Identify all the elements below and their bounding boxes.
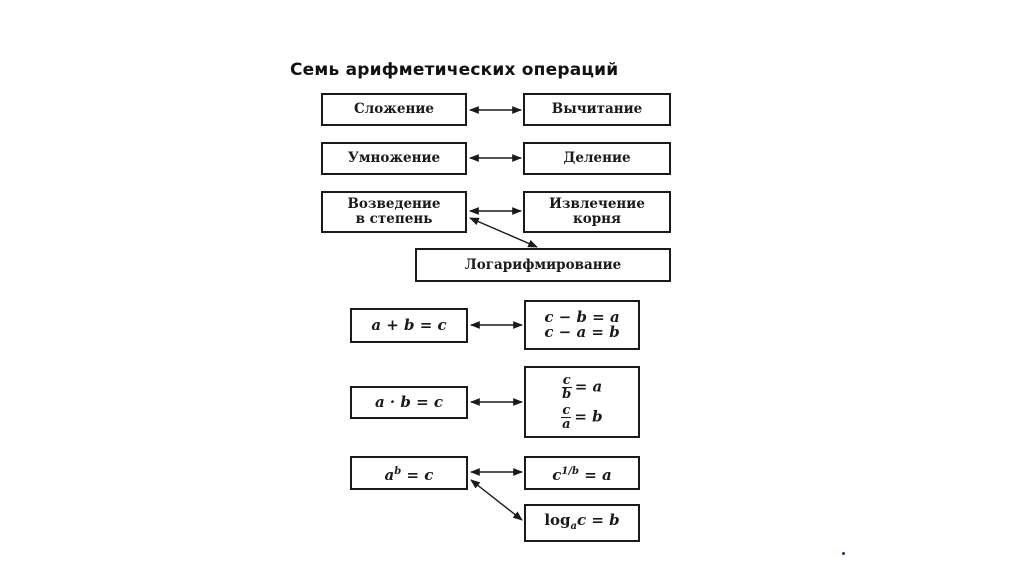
box-addition: Сложение [321,93,467,126]
div2-rhs: = b [574,407,603,425]
stray-dot [842,552,845,555]
diagram-title: Семь арифметических операций [290,60,619,80]
log-rhs: c = b [577,510,620,529]
root-exponent: 1/b [561,465,579,477]
div2-denominator: a [562,416,571,432]
power-base: a [384,465,395,484]
box-division: Деление [523,142,671,175]
log-base: a [570,520,578,532]
box-subtraction: Вычитание [523,93,671,126]
div1-rhs: = a [574,377,603,395]
exponentiation-label-line1: Возведение [347,196,441,212]
log-formula: logac = b [544,510,620,534]
power-rhs: = c [401,465,434,484]
power-formula: ab = c [385,464,434,483]
log-function: log [544,510,571,529]
root-label-line1: Извлечение [549,196,645,212]
root-formula: c1/b = a [552,464,611,483]
div2-numerator: c [561,402,572,418]
box-exponentiation: Возведение в степень [321,191,467,233]
subtraction-formula-1: c − b = a [544,308,620,326]
root-label-line2: корня [572,211,622,227]
sum-formula: a + b = c [371,316,447,334]
box-subtraction-formulas: c − b = a c − a = b [524,300,640,350]
subtraction-formula-2: c − a = b [544,323,620,341]
root-rhs: = a [579,465,612,484]
addition-label: Сложение [354,101,434,117]
box-logarithm: Логарифмирование [415,248,671,282]
box-log-formula: logac = b [524,504,640,542]
box-multiplication: Умножение [321,142,467,175]
div1-numerator: c [561,372,572,388]
logarithm-label: Логарифмирование [464,256,622,273]
power-exponent: b [394,465,402,477]
root-base: c [552,465,562,484]
box-root-formula: c1/b = a [524,456,640,490]
box-root-extraction: Извлечение корня [523,191,671,233]
subtraction-label: Вычитание [551,101,643,117]
box-product-formula: a · b = c [350,386,468,419]
box-power-formula: ab = c [350,456,468,490]
arrow-power-log-formula [470,479,523,521]
division-label: Деление [563,150,631,166]
multiplication-label: Умножение [347,150,441,166]
box-sum-formula: a + b = c [350,308,468,343]
product-formula: a · b = c [374,393,444,411]
exponentiation-label-line2: в степень [355,211,433,227]
div1-denominator: b [562,386,572,402]
